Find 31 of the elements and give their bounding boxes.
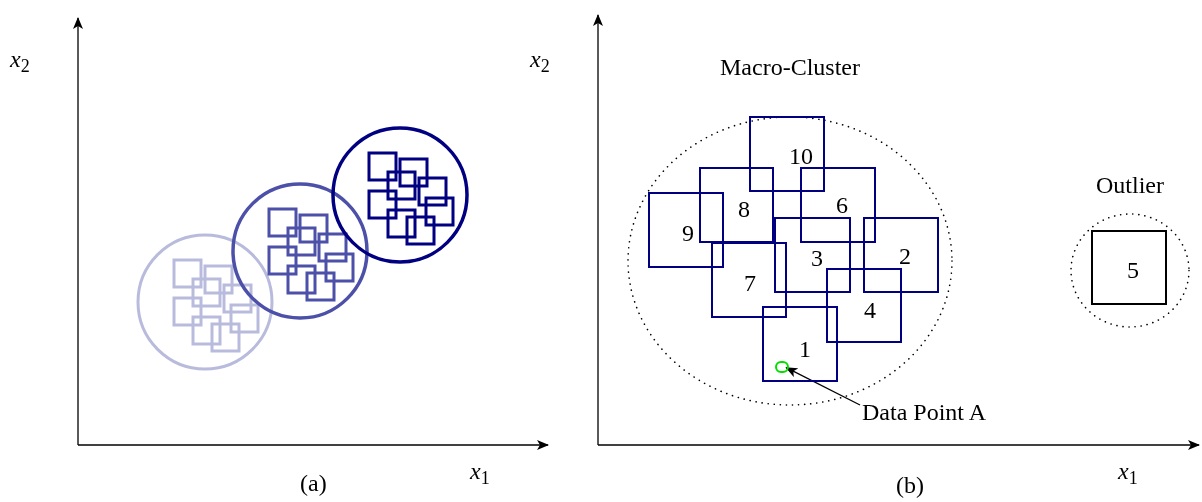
micro-cluster-square [762, 306, 838, 382]
micro-cluster-square [800, 167, 876, 243]
group-heading: Outlier [1095, 171, 1165, 200]
micro-cluster-square [826, 268, 902, 343]
micro-cluster-square [749, 116, 825, 192]
callout-text: Data Point A [862, 396, 1052, 428]
micro-cluster-square [863, 217, 939, 293]
axis-label: x$_{1}$ [470, 457, 490, 486]
group-heading: Macro-Cluster [719, 53, 861, 82]
cluster-number: 4 [864, 297, 876, 323]
micro-cluster-square [648, 192, 724, 268]
axis-label: x$_{2}$ [10, 45, 30, 74]
cluster-number: 5 [1127, 257, 1139, 283]
axis-label: x$_{1}$ [1118, 457, 1138, 486]
micro-cluster-square [1091, 230, 1167, 305]
cluster-number: 7 [744, 270, 756, 296]
data-point-marker [775, 361, 789, 373]
cluster-number: 1 [799, 336, 811, 362]
cluster-number: 10 [789, 143, 813, 169]
micro-cluster-square [774, 217, 851, 293]
cluster-number: 3 [811, 245, 823, 271]
micro-cluster-square [711, 242, 787, 318]
cluster-number: 6 [836, 192, 848, 218]
cluster-number: 8 [738, 196, 750, 222]
axis-label: (a) [300, 469, 327, 498]
cluster-number: 2 [899, 243, 911, 269]
leader-arrow [785, 367, 861, 406]
axis-label: (b) [896, 471, 924, 500]
axis-label: x$_{2}$ [530, 45, 550, 74]
cluster-number: 9 [682, 220, 694, 246]
micro-cluster-square [699, 167, 774, 243]
